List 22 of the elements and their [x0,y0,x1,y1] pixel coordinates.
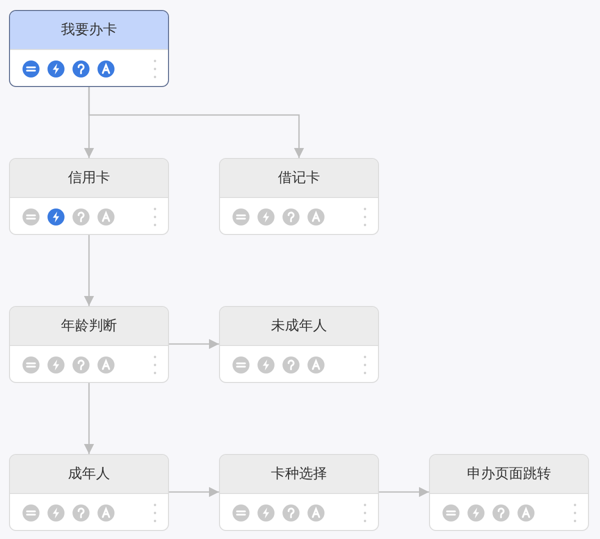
process-card [219,454,379,531]
card-title: 年龄判断 [10,307,168,346]
card-title: 卡种选择 [220,455,378,494]
card-title: 借记卡 [220,159,378,198]
process-card [219,158,379,235]
card-title: 申办页面跳转 [430,455,588,494]
arrow [84,235,94,306]
process-card [9,10,169,87]
process-card [219,306,379,383]
card-title: 成年人 [10,455,168,494]
arrow [169,487,219,497]
arrow [84,383,94,454]
process-card [9,454,169,531]
process-card [9,158,169,235]
card-title: 我要办卡 [10,11,168,50]
process-card [429,454,589,531]
process-card [9,306,169,383]
card-title: 未成年人 [220,307,378,346]
arrow [88,87,304,158]
card-title: 信用卡 [10,159,168,198]
arrow [169,339,219,349]
arrow [379,487,429,497]
